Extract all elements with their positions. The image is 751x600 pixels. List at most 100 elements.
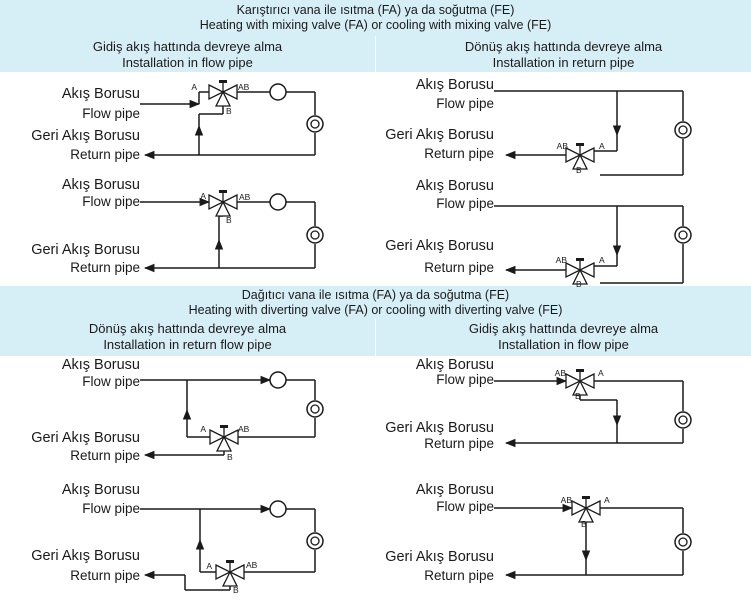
valve-port-label: B [226, 106, 232, 116]
return-pipe-label-tr: Geri Akış Borusu [385, 127, 494, 143]
diverting-title-en: Heating with diverting valve (FA) or coo… [188, 303, 563, 317]
valve-port-bottom [214, 200, 232, 217]
diverting-right-subtitle-tr: Gidiş akış hattında devreye alma [468, 321, 659, 336]
valve-port-bottom [571, 268, 589, 285]
consumer-inner-ring [678, 537, 688, 547]
valve-actuator-icon [219, 190, 227, 193]
flow-pipe-label-tr: Akış Borusu [62, 86, 140, 102]
consumer-inner-ring [310, 536, 320, 546]
valve-port-label: AB [246, 560, 258, 570]
valve-port-left [571, 499, 588, 517]
valve-port-bottom [214, 90, 232, 107]
flow-pipe-label-en: Flow pipe [436, 499, 494, 514]
consumer-inner-ring [678, 125, 688, 135]
return-pipe-label-en: Return pipe [424, 146, 494, 161]
valve-port-left [565, 146, 582, 164]
diverting-header-divider [375, 318, 376, 356]
pump-icon [269, 371, 287, 389]
return-pipe-label-tr: Geri Akış Borusu [31, 548, 140, 564]
flow-pipe-label-tr: Akış Borusu [416, 77, 494, 93]
pump-icon [269, 500, 287, 518]
valve-port-label: A [604, 495, 610, 505]
valve-port-label: B [227, 452, 233, 462]
valve-port-right [222, 428, 239, 446]
flow-pipe-label-en: Flow pipe [436, 196, 494, 211]
valve-actuator-icon [220, 425, 228, 428]
flow-pipe-label-tr: Akış Borusu [62, 177, 140, 193]
valve-port-right [578, 146, 595, 164]
return-pipe-label-tr: Geri Akış Borusu [31, 430, 140, 446]
valve-actuator-icon [576, 369, 584, 372]
flow-pipe-label-en: Flow pipe [82, 501, 140, 516]
valve-port-label: AB [556, 255, 568, 265]
pump-icon [269, 193, 287, 211]
valve-port-label: AB [238, 424, 250, 434]
consumer-inner-ring [678, 415, 688, 425]
return-pipe-label-en: Return pipe [70, 448, 140, 463]
return-pipe-label-en: Return pipe [70, 260, 140, 275]
return-pipe-label-en: Return pipe [424, 568, 494, 583]
flow-pipe-label-en: Flow pipe [82, 194, 140, 209]
valve-port-right [221, 83, 238, 101]
valve-actuator-icon [219, 80, 227, 83]
return-pipe-label-en: Return pipe [424, 260, 494, 275]
flow-pipe-label-tr: Akış Borusu [416, 178, 494, 194]
valve-port-label: A [206, 561, 212, 571]
valve-port-label: B [226, 215, 232, 225]
mixing-header-divider [375, 36, 376, 72]
valve-port-label: AB [238, 82, 250, 92]
flow-pipe-label-en: Flow pipe [436, 372, 494, 387]
valve-port-label: B [581, 519, 587, 529]
pump-icon [269, 83, 287, 101]
valve-port-bottom [571, 379, 589, 396]
valve-port-label: AB [561, 495, 573, 505]
flow-pipe-label-en: Flow pipe [436, 96, 494, 111]
valve-port-label: A [200, 424, 206, 434]
return-pipe-label-tr: Geri Akış Borusu [385, 238, 494, 254]
return-pipe-label-en: Return pipe [70, 147, 140, 162]
valve-port-bottom [221, 570, 239, 587]
mixing-title-en: Heating with mixing valve (FA) or coolin… [199, 18, 552, 32]
valve-port-right [584, 499, 601, 517]
consumer-inner-ring [678, 230, 688, 240]
valve-port-label: B [576, 165, 582, 175]
return-pipe-label-tr: Geri Akış Borusu [31, 242, 140, 258]
mixing-left-subtitle-tr: Gidiş akış hattında devreye alma [92, 39, 283, 54]
diverting-left-subtitle-tr: Dönüş akış hattında devreye alma [88, 321, 287, 336]
valve-port-label: B [233, 585, 239, 595]
diverting-title-tr: Dağıtıcı vana ile ısıtma (FA) ya da soğu… [241, 288, 510, 302]
valve-port-left [565, 372, 582, 390]
mixing-right-subtitle-en: Installation in return pipe [492, 55, 635, 70]
valve-port-label: A [191, 82, 197, 92]
return-pipe-label-en: Return pipe [424, 436, 494, 451]
valve-port-right [578, 261, 595, 279]
valve-actuator-icon [576, 258, 584, 261]
valve-port-left [215, 563, 232, 581]
mixing-left-subtitle-en: Installation in flow pipe [122, 55, 253, 70]
mixing-right-subtitle-tr: Dönüş akış hattında devreye alma [464, 39, 663, 54]
return-pipe-label-tr: Geri Akış Borusu [31, 128, 140, 144]
valve-port-left [208, 83, 225, 101]
flow-pipe-label-tr: Akış Borusu [62, 357, 140, 373]
valve-port-label: B [575, 391, 581, 401]
return-pipe-label-en: Return pipe [70, 568, 140, 583]
valve-port-label: AB [555, 368, 567, 378]
valve-port-bottom [215, 435, 233, 452]
valve-port-left [565, 261, 582, 279]
mixing-title-tr: Karıştırıcı vana ile ısıtma (FA) ya da s… [236, 3, 515, 17]
valve-port-left [208, 193, 225, 211]
valve-actuator-icon [582, 496, 590, 499]
valve-port-label: A [599, 141, 605, 151]
return-pipe-label-tr: Geri Akış Borusu [385, 420, 494, 436]
consumer-inner-ring [310, 230, 320, 240]
valve-port-right [578, 372, 595, 390]
flow-pipe-label-tr: Akış Borusu [416, 482, 494, 498]
diverting-left-subtitle-en: Installation in return flow pipe [103, 337, 272, 352]
diverting-right-subtitle-en: Installation in flow pipe [498, 337, 629, 352]
valve-port-label: A [200, 191, 206, 201]
consumer-inner-ring [310, 404, 320, 414]
flow-pipe-label-en: Flow pipe [82, 374, 140, 389]
flow-pipe-label-tr: Akış Borusu [416, 357, 494, 373]
